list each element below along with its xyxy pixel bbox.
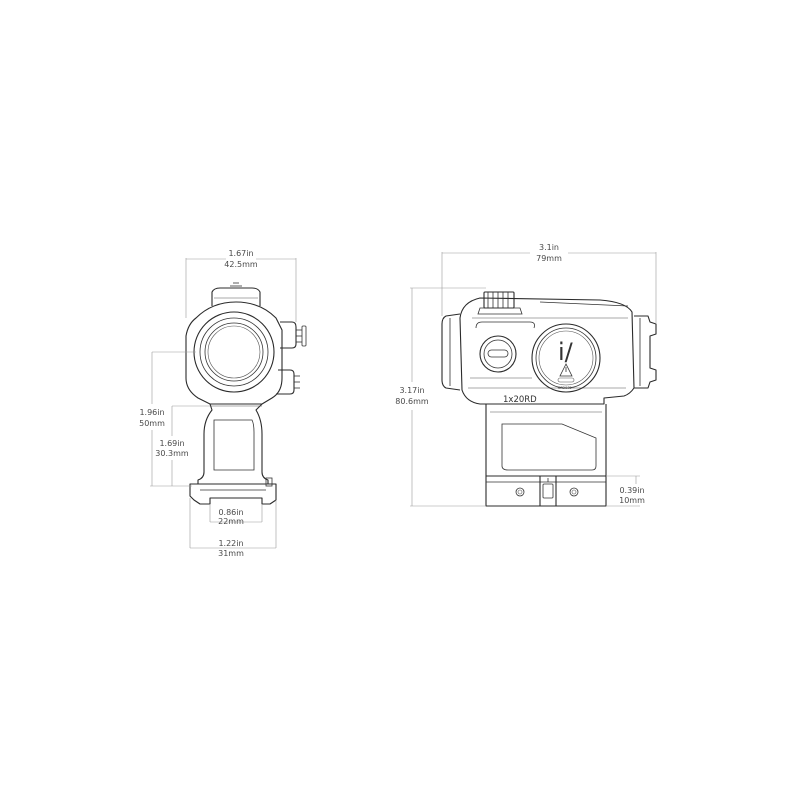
side-view: i/ CR2032 1x20RD (441, 291, 657, 507)
front-turret-upper (280, 321, 307, 349)
front-housing (185, 301, 283, 405)
side-rear-hood (634, 315, 657, 389)
mount-height-mm: 30.3mm (155, 449, 189, 458)
side-base-clamp (485, 475, 607, 507)
side-dimension-lines (410, 252, 657, 507)
side-top-turret (477, 291, 523, 315)
rail-width-in: 0.86in (218, 508, 243, 517)
side-button (479, 335, 517, 373)
side-front-hood (441, 313, 461, 391)
optical-height-in: 1.96in (139, 408, 164, 417)
side-length-mm: 79mm (536, 254, 562, 263)
mount-height-in: 1.69in (159, 439, 184, 448)
base-width-in: 1.22in (218, 539, 243, 548)
front-turret-lower (276, 369, 300, 395)
front-dimension-lines (150, 258, 297, 549)
front-dimension-labels: 1.67in 42.5mm 1.96in 50mm 1.69in 30.3mm … (139, 249, 258, 558)
side-main-body (459, 297, 635, 405)
side-height-mm: 80.6mm (395, 397, 429, 406)
base-width-mm: 31mm (218, 549, 244, 558)
front-top-cap (211, 287, 261, 306)
front-view (185, 282, 307, 505)
front-width-mm: 42.5mm (224, 260, 258, 269)
base-height-in: 0.39in (619, 486, 644, 495)
front-lens-outer (193, 311, 275, 393)
front-riser (197, 403, 269, 485)
model-label: 1x20RD (503, 395, 537, 405)
side-battery-cap: i/ CR2032 (531, 323, 601, 393)
base-height-mm: 10mm (619, 496, 645, 505)
side-riser (485, 404, 607, 477)
cap-small-text: CR2032 (558, 386, 572, 390)
front-width-in: 1.67in (228, 249, 253, 258)
front-base-clamp (189, 483, 277, 505)
side-height-in: 3.17in (399, 386, 424, 395)
side-length-in: 3.1in (539, 243, 559, 252)
side-riser-window (501, 423, 597, 471)
optical-height-mm: 50mm (139, 419, 165, 428)
cap-mark: i/ (558, 338, 574, 366)
rail-width-mm: 22mm (218, 517, 244, 526)
side-dimension-labels: 3.1in 79mm 3.17in 80.6mm 0.39in 10mm (395, 243, 645, 505)
